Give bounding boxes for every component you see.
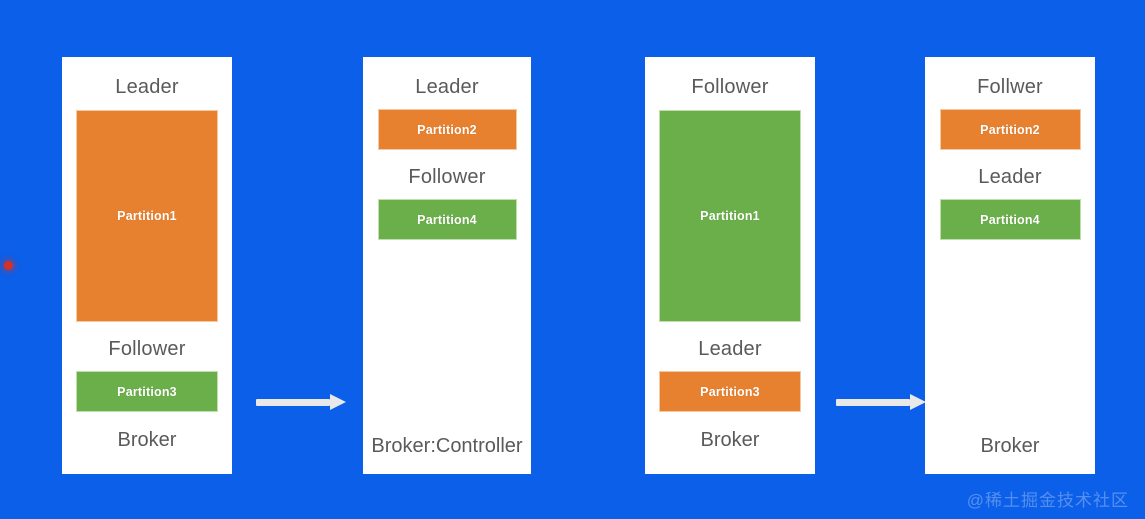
broker-1-partition-bottom[interactable]: Partition3 (76, 371, 218, 412)
broker-2-name: Broker:Controller (371, 435, 523, 457)
broker-4-partition-bottom[interactable]: Partition4 (939, 199, 1081, 240)
broker-3-partition-top-label: Partition1 (700, 209, 760, 223)
broker-4-partition-bottom-label: Partition4 (980, 212, 1040, 227)
broker-1-role-top: Leader (115, 76, 179, 98)
broker-2-partition-bottom-label: Partition4 (417, 212, 477, 227)
broker-3-partition-bottom[interactable]: Partition3 (659, 371, 801, 412)
broker-4-partition-top-label: Partition2 (980, 122, 1040, 137)
broker-card-1[interactable]: Leader Partition1 Follower Partition3 Br… (62, 57, 232, 474)
arrow-2-shaft (836, 399, 910, 406)
broker-1-name: Broker (117, 429, 177, 451)
broker-card-4[interactable]: Follwer Partition2 Leader Partition4 Bro… (925, 57, 1095, 474)
broker-2-partition-top-label: Partition2 (417, 122, 477, 137)
broker-2-role-top: Leader (415, 76, 479, 98)
broker-2-partition-top[interactable]: Partition2 (377, 109, 517, 150)
broker-3-partition-top[interactable]: Partition1 (659, 110, 801, 322)
arrow-1-head (330, 394, 346, 410)
broker-2-role-bottom: Follower (408, 166, 486, 188)
broker-2-partition-bottom[interactable]: Partition4 (377, 199, 517, 240)
broker-1-role-bottom: Follower (108, 338, 186, 360)
broker-3-role-bottom: Leader (698, 338, 762, 360)
broker-4-role-top: Follwer (977, 76, 1043, 98)
broker-3-name: Broker (700, 429, 760, 451)
broker-card-2[interactable]: Leader Partition2 Follower Partition4 Br… (363, 57, 531, 474)
broker-card-3[interactable]: Follower Partition1 Leader Partition3 Br… (645, 57, 815, 474)
arrow-1-shaft (256, 399, 330, 406)
broker-1-partition-bottom-label: Partition3 (117, 384, 177, 399)
edge-marker-dot (4, 261, 13, 270)
watermark: @稀土掘金技术社区 (966, 491, 1129, 510)
transition-arrow-2 (836, 394, 926, 410)
broker-3-partition-bottom-label: Partition3 (700, 384, 760, 399)
broker-4-partition-top[interactable]: Partition2 (939, 109, 1081, 150)
broker-3-role-top: Follower (691, 76, 769, 98)
arrow-2-head (910, 394, 926, 410)
broker-4-name: Broker (980, 435, 1040, 457)
broker-1-partition-top-label: Partition1 (117, 209, 177, 223)
transition-arrow-1 (256, 394, 346, 410)
broker-4-role-bottom: Leader (978, 166, 1042, 188)
broker-1-partition-top[interactable]: Partition1 (76, 110, 218, 322)
